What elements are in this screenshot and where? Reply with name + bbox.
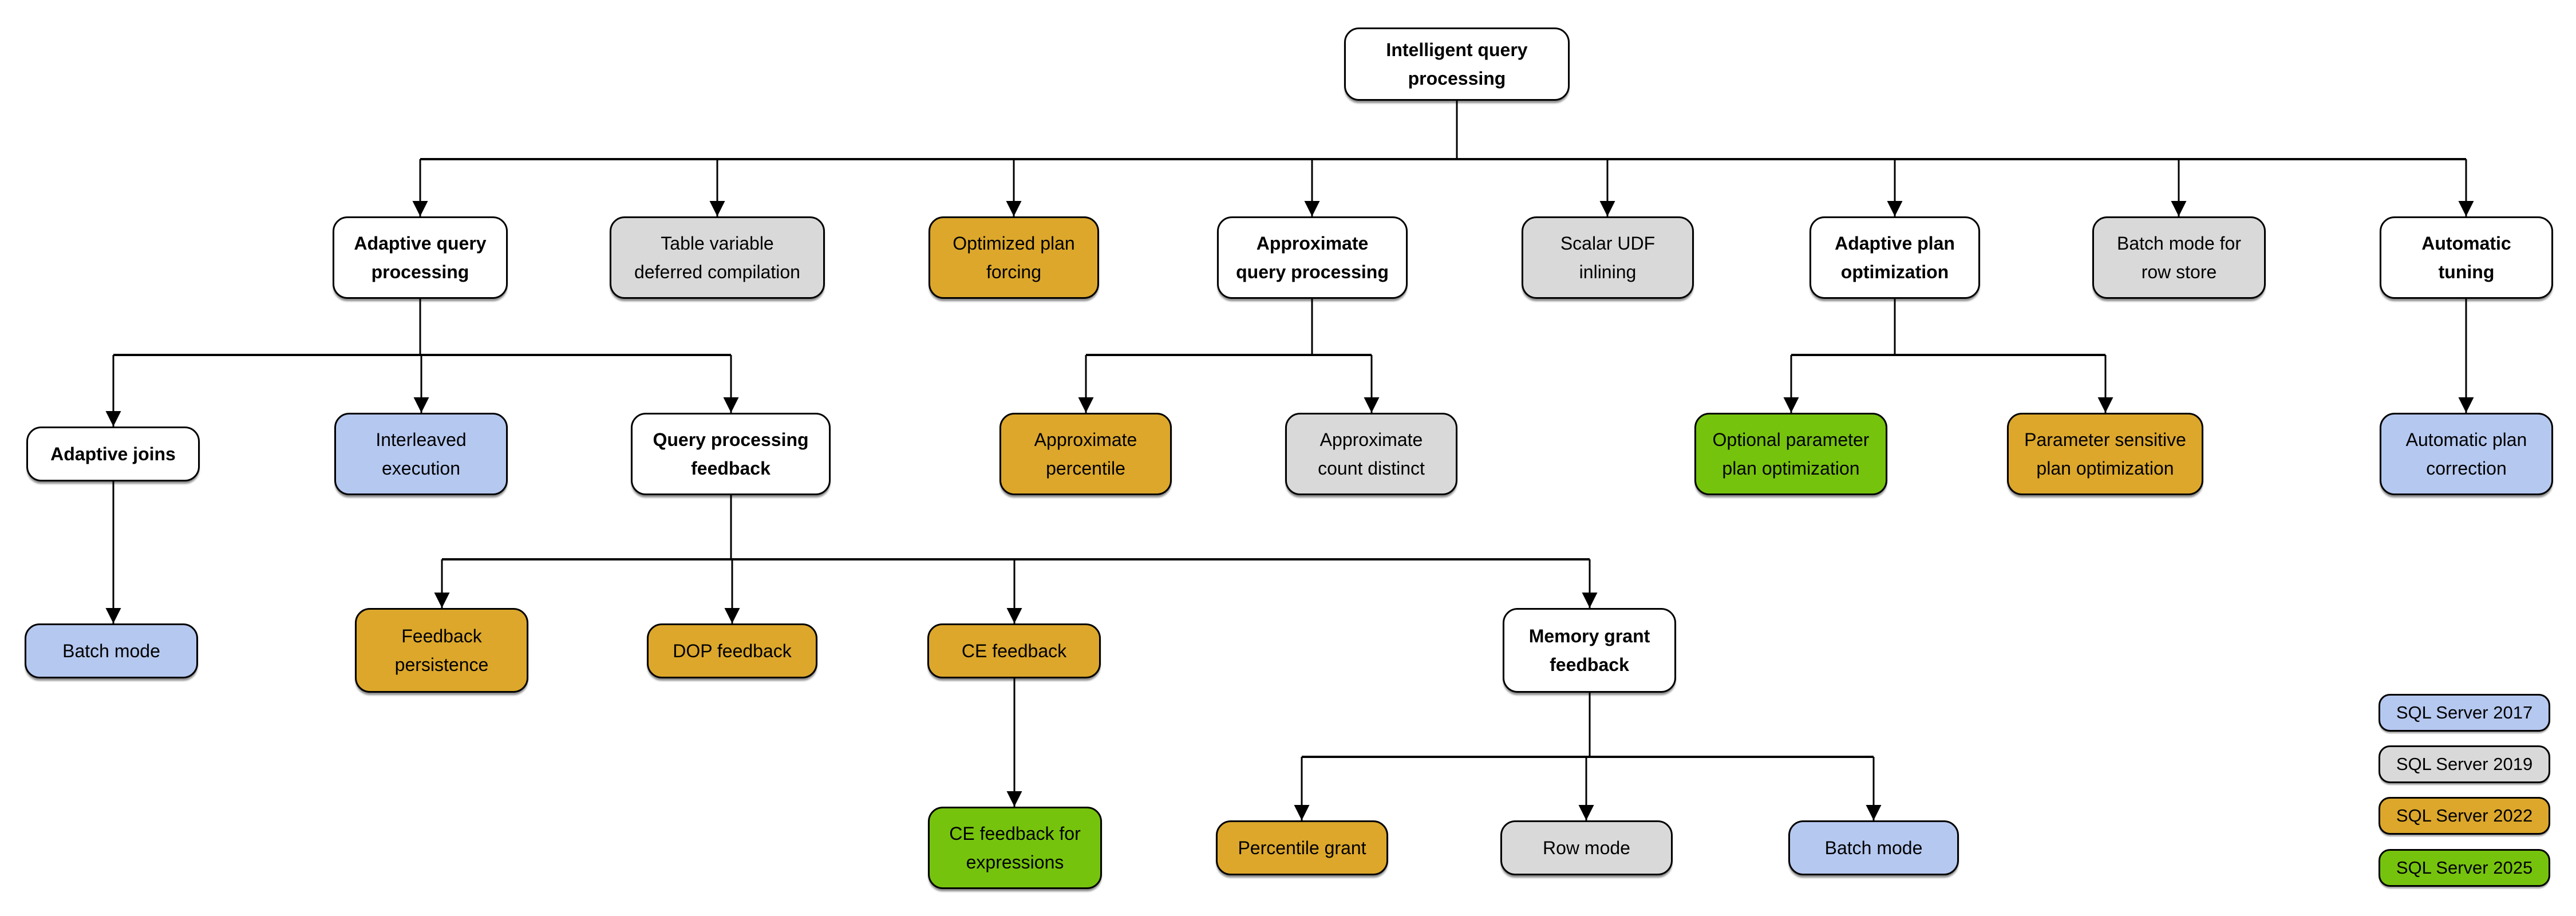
node-ce-feedback: CE feedback [927,623,1101,678]
node-memory-grant-feedback: Memory grant feedback [1503,608,1676,693]
node-row-mode: Row mode [1500,820,1673,875]
node-automatic-plan-correction: Automatic plan correction [2380,413,2553,495]
node-automatic-tuning: Automatic tuning [2380,216,2553,299]
legend-item-sql-server-2017: SQL Server 2017 [2379,694,2550,732]
node-adaptive-query-processing: Adaptive query processing [333,216,508,299]
node-batch-mode-adaptive-joins: Batch mode [25,623,198,678]
node-approximate-query-processing: Approximate query processing [1217,216,1408,299]
edges-approximate-query-processing [1078,299,1380,413]
node-adaptive-plan-optimization: Adaptive plan optimization [1809,216,1980,299]
legend-item-sql-server-2022: SQL Server 2022 [2379,797,2550,835]
node-parameter-sensitive-plan-optimization: Parameter sensitive plan optimization [2007,413,2203,495]
node-dop-feedback: DOP feedback [647,623,817,678]
node-scalar-udf-inlining: Scalar UDF inlining [1522,216,1694,299]
node-optimized-plan-forcing: Optimized plan forcing [929,216,1099,299]
node-feedback-persistence: Feedback persistence [355,608,528,693]
node-query-processing-feedback: Query processing feedback [631,413,831,495]
node-batch-mode-for-row-store: Batch mode for row store [2092,216,2266,299]
node-table-variable-deferred-compilation: Table variable deferred compilation [610,216,825,299]
node-batch-mode-memory-grant: Batch mode [1788,820,1959,875]
node-percentile-grant: Percentile grant [1216,820,1388,875]
edges-root [412,101,2474,216]
node-approximate-percentile: Approximate percentile [999,413,1172,495]
legend-item-sql-server-2019: SQL Server 2019 [2379,745,2550,783]
node-ce-feedback-for-expressions: CE feedback for expressions [928,807,1102,889]
node-interleaved-execution: Interleaved execution [334,413,508,495]
legend-item-sql-server-2025: SQL Server 2025 [2379,849,2550,887]
node-approximate-count-distinct: Approximate count distinct [1285,413,1457,495]
node-optional-parameter-plan-optimization: Optional parameter plan optimization [1694,413,1887,495]
edges-adaptive-query-processing [105,299,739,427]
node-adaptive-joins: Adaptive joins [26,427,200,481]
edges-adaptive-plan-optimization [1783,299,2113,413]
node-intelligent-query-processing: Intelligent query processing [1344,27,1570,101]
edges-query-processing-feedback [434,495,1598,623]
edges-memory-grant-feedback [1294,693,1882,820]
